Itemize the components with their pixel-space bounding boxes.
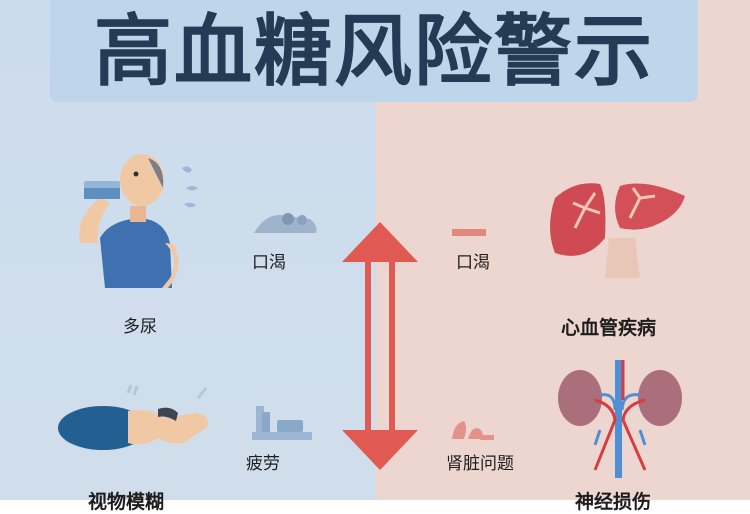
dash-icon	[452, 229, 486, 236]
kidney-icon	[558, 360, 682, 478]
double-arrow-icon	[342, 222, 418, 470]
liver-icon	[550, 183, 685, 278]
symptom-label-blurred-vision: 视物模糊	[88, 491, 165, 513]
symptom-label-thirst: 口渴	[252, 253, 286, 273]
risk-label-thirst: 口渴	[456, 253, 490, 273]
kidney-small-icon	[452, 421, 494, 440]
page-title: 高血糖风险警示	[93, 7, 654, 97]
man-drinking-water-icon	[79, 154, 198, 288]
thirst-icon	[254, 213, 317, 233]
title-banner	[50, 0, 698, 102]
symptom-label-polyuria: 多尿	[123, 317, 157, 337]
risk-label-kidney: 肾脏问题	[446, 454, 514, 474]
tired-man-icon	[58, 384, 209, 450]
risk-label-cardiovascular: 心血管疾病	[561, 317, 657, 339]
risk-label-neuropathy: 神经损伤	[575, 491, 652, 513]
symptom-label-fatigue: 疲劳	[246, 454, 280, 474]
medicine-icon	[252, 406, 312, 440]
